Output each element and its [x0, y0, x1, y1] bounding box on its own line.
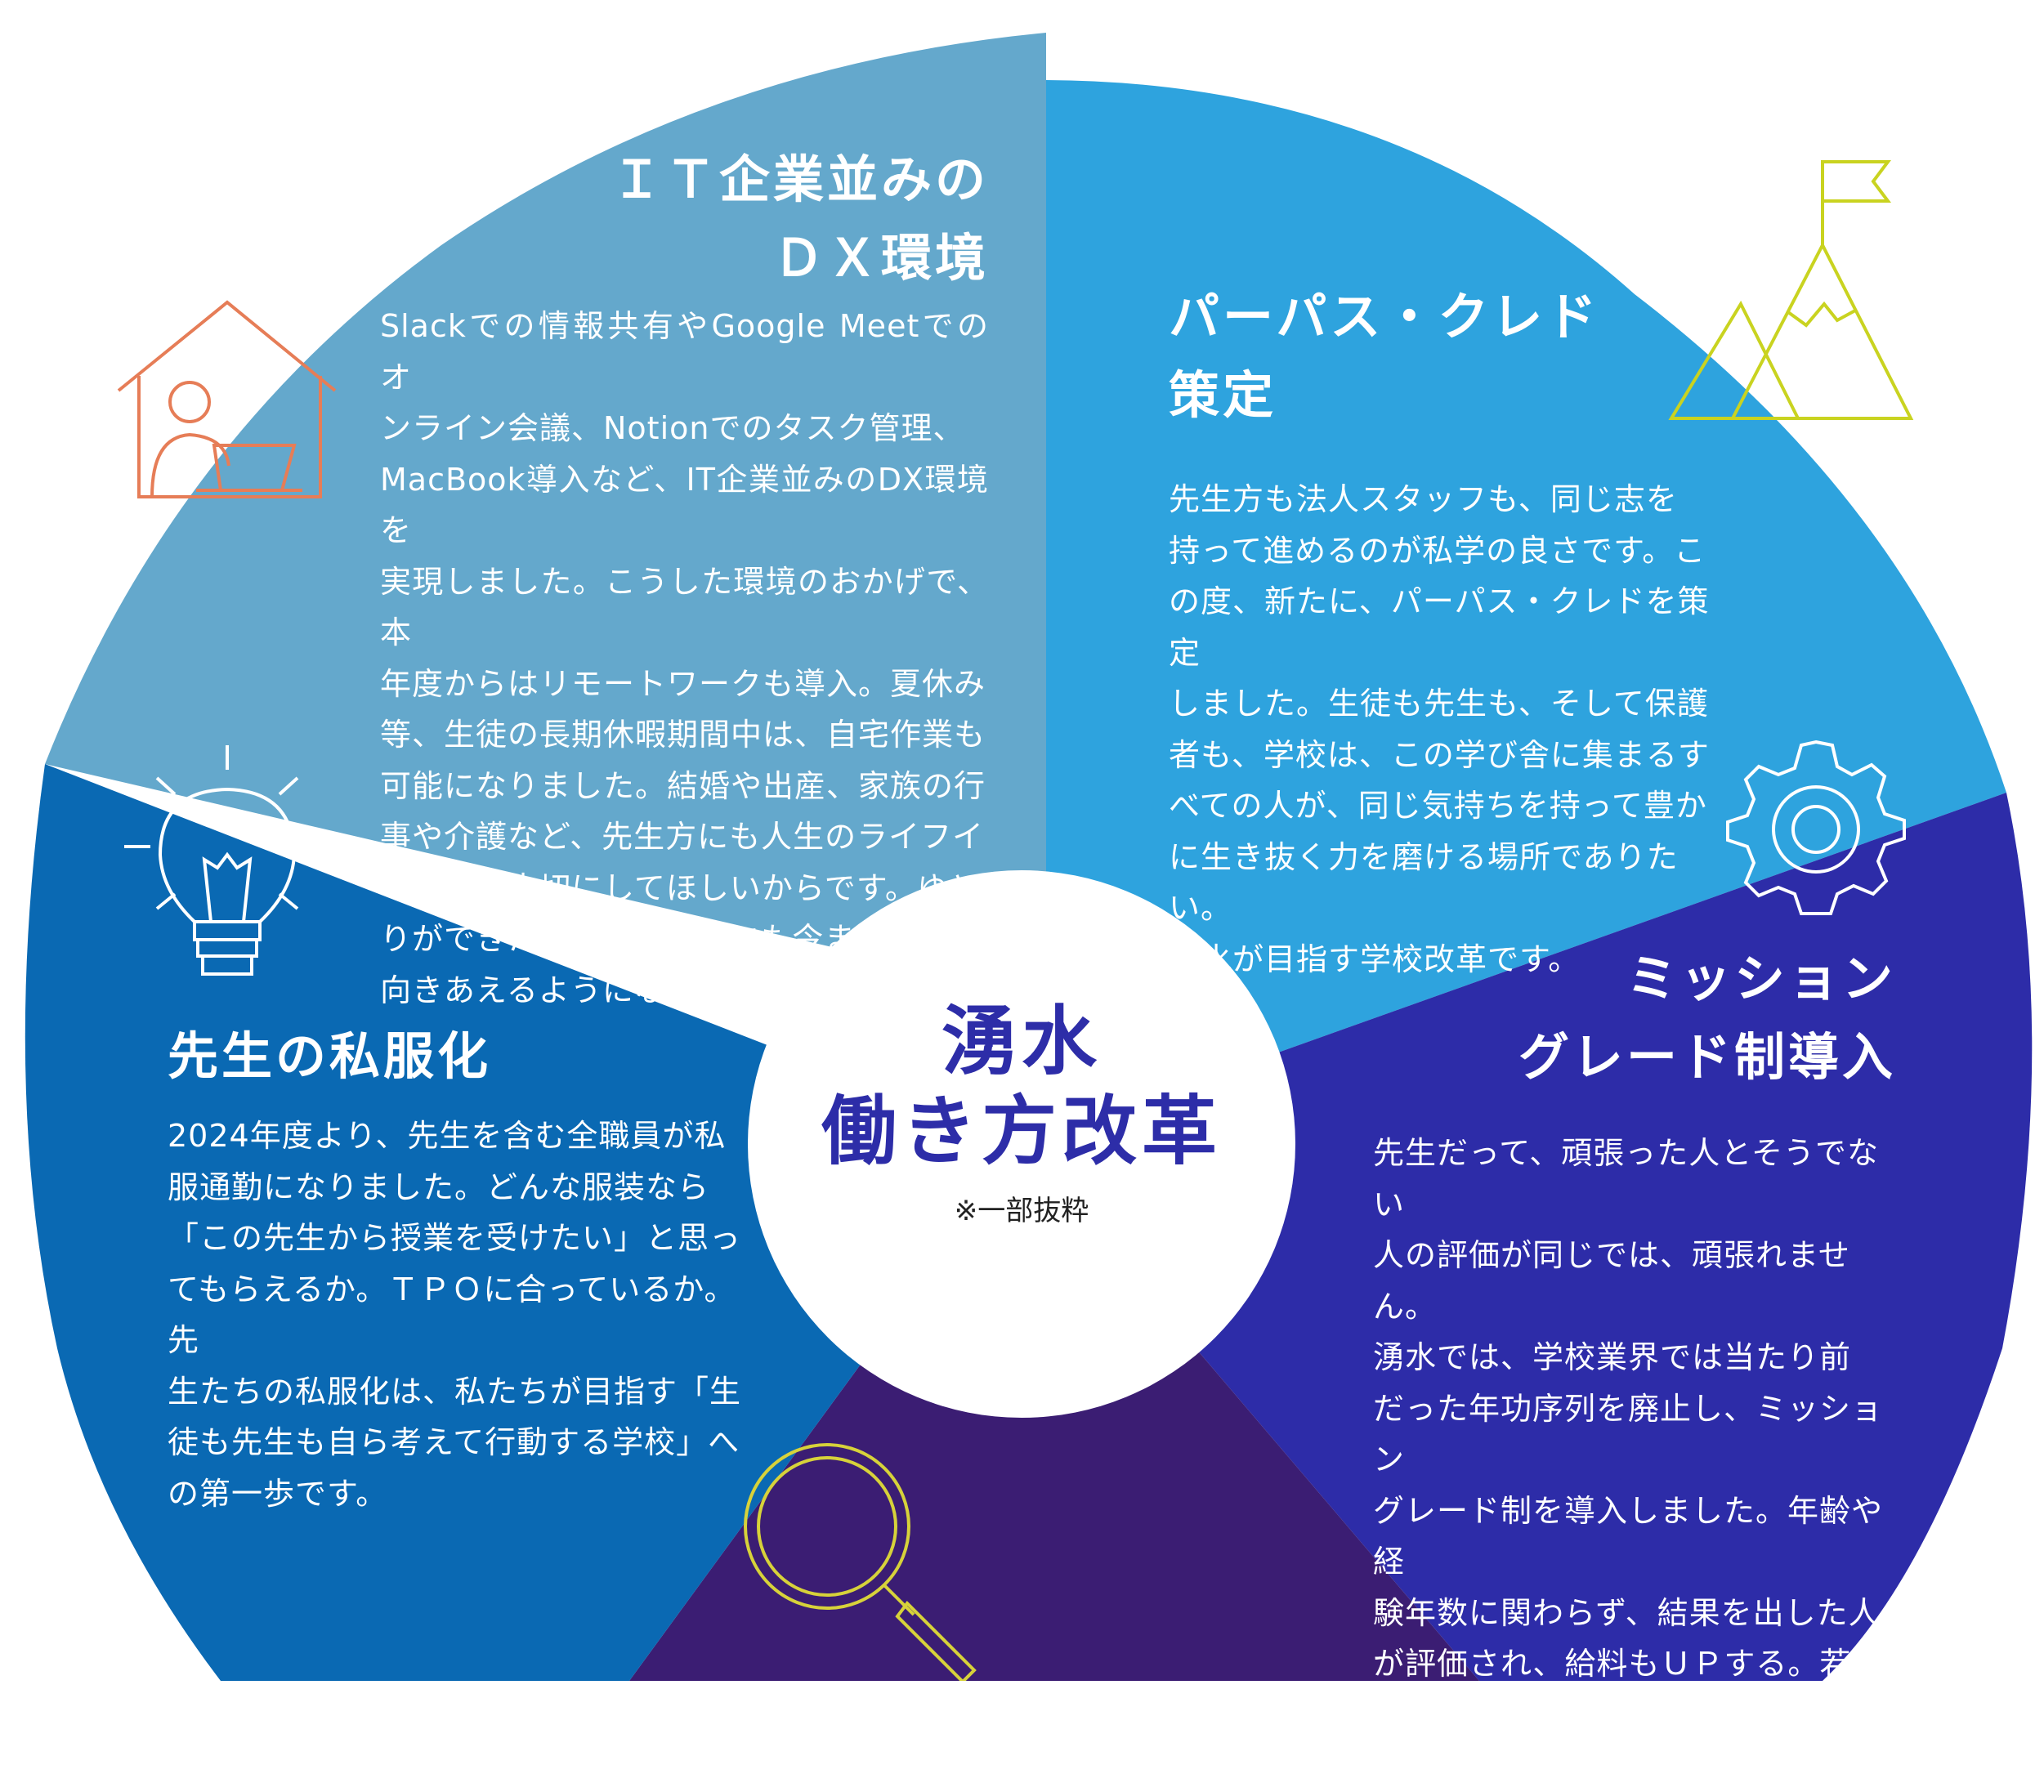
- segment-mission-background: [1022, 793, 2033, 1681]
- magnifier-icon: [744, 1443, 977, 1681]
- segment-casual-title: 先生の私服化: [168, 1026, 492, 1086]
- segment-purpose-body: 先生方も法人スタッフも、同じ志を 持って進めるのが私学の良さです。こ の度、新た…: [1169, 481, 1710, 977]
- segment-casual: 先生の私服化 2024年度より、先生を含む全職員が私 服通勤になりました。どんな…: [168, 1017, 756, 1519]
- segment-dx-background: [45, 33, 1046, 997]
- center-title: 湧水 働き方改革: [821, 998, 1222, 1175]
- segment-casual-background: [25, 764, 1022, 1681]
- segment-mission-title: ミッション グレード制導入: [1518, 949, 1896, 1087]
- center-note: ※一部抜粋: [954, 1195, 1089, 1227]
- home-office-icon: [117, 300, 337, 498]
- segment-purpose: パーパス・クレド 策定 先生方も法人スタッフも、同じ志を 持って進めるのが私学の…: [1169, 278, 1741, 985]
- segment-dx: ＩＴ企業並みの ＤＸ環境 Slackでの情報共有やGoogle Meetでのオ …: [360, 141, 989, 1016]
- segment-mission: ミッション グレード制導入 先生だって、頑張った人とそうでない 人の評価が同じで…: [1373, 940, 1896, 1792]
- segment-dx-body: Slackでの情報共有やGoogle Meetでのオ ンライン会議、Notion…: [380, 308, 989, 1008]
- segment-casual-body: 2024年度より、先生を含む全職員が私 服通勤になりました。どんな服装なら 「こ…: [168, 1118, 742, 1512]
- mountain-flag-icon: [1668, 160, 1914, 420]
- center-circle: 湧水 働き方改革 ※一部抜粋: [748, 870, 1295, 1418]
- lightbulb-icon: [124, 745, 330, 976]
- gear-icon: [1726, 740, 1906, 915]
- segment-dx-title: ＩＴ企業並みの ＤＸ環境: [611, 150, 989, 288]
- segment-purpose-background: [1022, 80, 2006, 1144]
- diagram-wheel: [25, 33, 2033, 1681]
- segment-mission-body: 先生だって、頑張った人とそうでない 人の評価が同じでは、頑張れません。 湧水では…: [1373, 1135, 1884, 1784]
- segment-purpose-title: パーパス・クレド 策定: [1169, 287, 1600, 425]
